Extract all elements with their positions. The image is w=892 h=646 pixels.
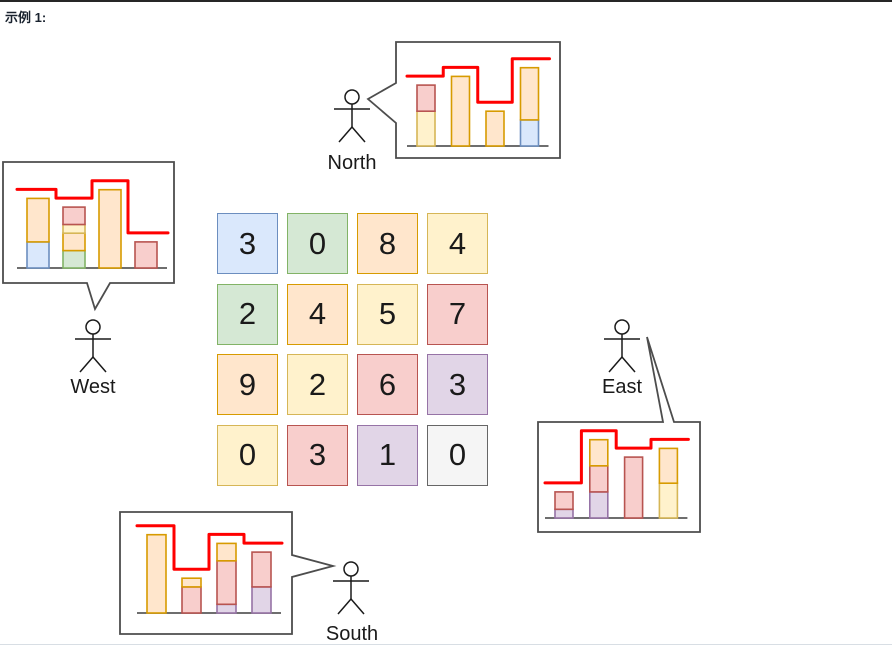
grid-cell-r4c1: 0: [217, 424, 278, 486]
north-person-icon: [334, 89, 370, 143]
grid-cell-r3c3: 6: [357, 354, 418, 415]
east-bar2-red-segment: [588, 464, 609, 493]
west-bar2-yellow-segment: [62, 223, 86, 234]
bottom-divider: [0, 644, 892, 645]
north-bar3-orange-segment: [485, 110, 505, 147]
south-figure-legs: [337, 598, 365, 615]
east-speech-bubble: [537, 336, 701, 533]
example-heading: 示例 1:: [5, 10, 47, 25]
north-bar1-red-segment: [416, 84, 436, 112]
grid-cell-r2c1: 2: [217, 283, 278, 345]
east-figure-head: [614, 319, 630, 335]
south-bar2-red-segment: [181, 586, 202, 614]
west-person-icon: [75, 319, 111, 373]
east-bar2-orange-segment: [588, 438, 609, 467]
grid-cell-r4c3: 1: [357, 424, 418, 486]
west-bar2-green-segment: [62, 249, 86, 269]
south-bar4-red-segment: [251, 551, 272, 588]
south-bar4-purple-segment: [251, 586, 272, 614]
south-bar3-red-segment: [216, 559, 237, 606]
north-label: North: [327, 152, 377, 174]
north-skyline-line: [405, 57, 551, 104]
grid-cell-r3c2: 2: [287, 354, 348, 415]
west-figure-head: [85, 319, 101, 335]
grid-cell-r1c1: 3: [217, 213, 278, 274]
south-person-icon: [333, 561, 369, 615]
grid-cell-r2c2: 4: [287, 283, 348, 345]
west-label: West: [70, 376, 116, 398]
east-bar4-yellow-segment: [658, 482, 679, 519]
north-bar4-orange-segment: [519, 66, 540, 121]
north-speech-bubble: [366, 41, 561, 159]
west-figure-legs: [79, 356, 107, 373]
top-divider: [0, 0, 892, 2]
north-figure-legs: [338, 126, 366, 143]
south-bar3-orange-segment: [216, 542, 237, 562]
grid-cell-r1c3: 8: [357, 213, 418, 274]
east-bar3-red-segment: [623, 456, 644, 519]
north-bar4-blue-segment: [519, 119, 540, 147]
grid-cell-r4c4: 0: [427, 424, 488, 486]
west-bar3-orange-segment: [98, 188, 122, 269]
east-label: East: [601, 376, 643, 398]
south-skyline-line: [135, 524, 284, 571]
south-bar1-orange-segment: [146, 533, 167, 614]
grid-cell-r4c2: 3: [287, 424, 348, 486]
east-bar1-red-segment: [554, 491, 574, 511]
east-bar4-orange-segment: [658, 447, 679, 484]
south-bar3-purple-segment: [216, 603, 237, 614]
west-bar1-orange-segment: [26, 197, 50, 243]
south-figure-head: [343, 561, 359, 577]
grid-cell-r3c4: 3: [427, 354, 488, 415]
north-figure-head: [344, 89, 360, 105]
north-bar2-orange-segment: [450, 75, 471, 147]
east-figure-legs: [608, 356, 636, 373]
grid-cell-r3c1: 9: [217, 354, 278, 415]
south-bar2-orange-segment: [181, 577, 202, 588]
west-bar1-blue-segment: [26, 241, 50, 269]
west-bar4-red-segment: [134, 241, 158, 269]
grid-cell-r2c3: 5: [357, 283, 418, 345]
grid-cell-r1c4: 4: [427, 213, 488, 274]
west-skyline-line: [15, 179, 170, 235]
east-skyline-line: [543, 429, 690, 485]
west-speech-bubble: [2, 161, 175, 312]
west-bar2-orange-segment: [62, 232, 86, 252]
north-bar1-yellow-segment: [416, 110, 436, 147]
east-bar1-purple-segment: [554, 508, 574, 519]
south-speech-bubble: [119, 511, 337, 635]
grid-cell-r2c4: 7: [427, 283, 488, 345]
east-bar2-purple-segment: [588, 491, 609, 519]
west-bar2-red-segment: [62, 206, 86, 226]
grid-cell-r1c2: 0: [287, 213, 348, 274]
south-label: South: [325, 623, 379, 645]
east-person-icon: [604, 319, 640, 373]
